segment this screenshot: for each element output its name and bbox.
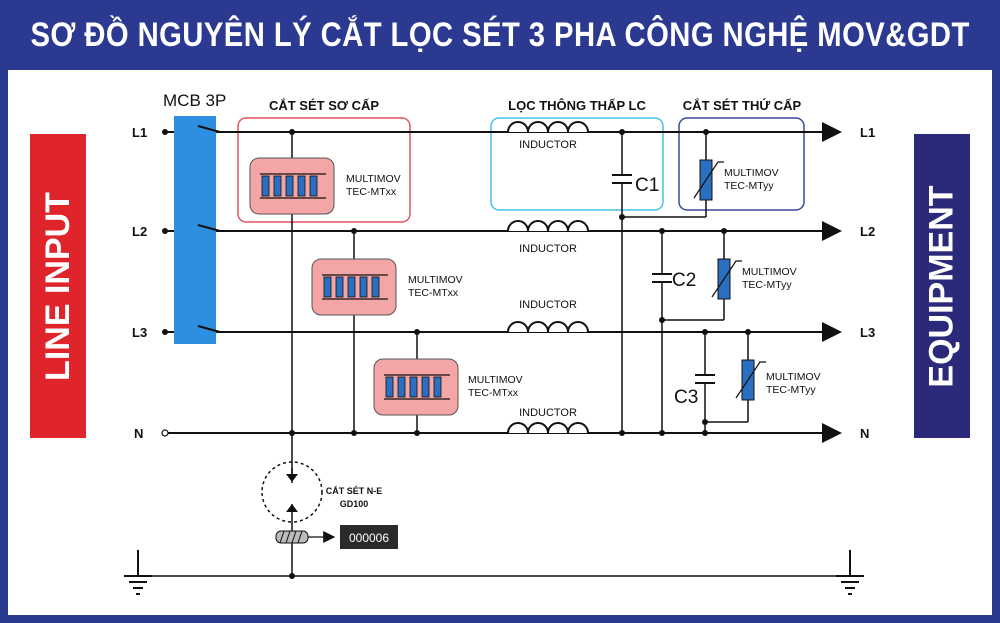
capacitor-plates xyxy=(612,174,715,384)
secondary-module-3-model: TEC-MTyy xyxy=(766,384,816,396)
label-l3-left: L3 xyxy=(132,325,147,340)
gdt-label: CẮT SÉT N-E xyxy=(326,486,383,496)
secondary-group-label: CẮT SÉT THỨ CẤP xyxy=(683,98,802,113)
label-l2-left: L2 xyxy=(132,224,147,239)
label-l3-right: L3 xyxy=(860,325,875,340)
ground-icon xyxy=(124,550,152,595)
primary-module-1-name: MULTIMOV xyxy=(346,173,401,185)
label-l1-right: L1 xyxy=(860,125,875,140)
lc-group-box xyxy=(490,117,664,211)
wire-junctions xyxy=(289,129,420,436)
capacitor-c2-label: C2 xyxy=(672,270,696,291)
capacitor-wiring xyxy=(621,132,706,433)
primary-module-3 xyxy=(373,358,459,416)
inductor-l1 xyxy=(507,121,589,133)
gdt-model: GD100 xyxy=(340,499,369,509)
primary-group-label: CẮT SÉT SƠ CẤP xyxy=(269,98,379,113)
inductor-n xyxy=(507,422,589,434)
secondary-mov-1 xyxy=(693,159,724,201)
secondary-module-1-model: TEC-MTyy xyxy=(724,180,774,192)
input-terminals xyxy=(161,129,169,437)
mcb-label: MCB 3P xyxy=(163,91,226,110)
ground-icon xyxy=(836,550,864,595)
mcb-switches xyxy=(197,125,221,333)
label-l2-right: L2 xyxy=(860,224,875,239)
label-n-right: N xyxy=(860,426,869,441)
mcb-3p xyxy=(174,116,216,344)
primary-module-1 xyxy=(249,157,335,215)
line-input-panel xyxy=(30,134,86,438)
primary-module-2-name: MULTIMOV xyxy=(408,274,463,286)
line-input-label-box: LINE INPUT xyxy=(30,134,86,438)
inductor-label-n: INDUCTOR xyxy=(519,407,577,419)
primary-group-box xyxy=(237,117,411,223)
inductor-label-l1: INDUCTOR xyxy=(519,139,577,151)
secondary-junctions xyxy=(619,129,751,436)
secondary-module-2-model: TEC-MTyy xyxy=(742,279,792,291)
inductor-label-l3: INDUCTOR xyxy=(519,299,577,311)
secondary-module-2-name: MULTIMOV xyxy=(742,266,797,278)
gdt-arrester xyxy=(261,461,323,576)
secondary-group-box xyxy=(678,117,805,211)
primary-module-3-model: TEC-MTxx xyxy=(468,387,519,399)
page-title: SƠ ĐỒ NGUYÊN LÝ CẮT LỌC SÉT 3 PHA CÔNG N… xyxy=(30,15,970,54)
equipment-label: EQUIPMENT xyxy=(922,184,961,388)
primary-module-3-name: MULTIMOV xyxy=(468,374,523,386)
line-input-label: LINE INPUT xyxy=(38,191,77,381)
diagram-canvas: MCB 3P CẮT SÉT SƠ CẤP LỌC THÔNG THẤP LC … xyxy=(8,70,992,615)
equipment-panel xyxy=(914,134,970,438)
label-n-left: N xyxy=(134,426,143,441)
secondary-wiring xyxy=(622,132,749,423)
equipment-label-box: EQUIPMENT xyxy=(914,134,970,438)
primary-module-2 xyxy=(311,258,397,316)
inductor-l2 xyxy=(507,220,589,232)
surge-counter-display xyxy=(340,525,398,549)
title-bar: SƠ ĐỒ NGUYÊN LÝ CẮT LỌC SÉT 3 PHA CÔNG N… xyxy=(0,0,1000,70)
primary-module-2-model: TEC-MTxx xyxy=(408,287,459,299)
inductor-label-l2: INDUCTOR xyxy=(519,243,577,255)
capacitor-c3-label: C3 xyxy=(674,387,698,408)
schematic: MCB 3P CẮT SÉT SƠ CẤP LỌC THÔNG THẤP LC … xyxy=(30,91,970,595)
secondary-mov-2 xyxy=(711,258,742,300)
capacitor-c1-label: C1 xyxy=(635,175,659,196)
primary-module-1-model: TEC-MTxx xyxy=(346,186,397,198)
ground-junction xyxy=(289,573,295,579)
secondary-module-1-name: MULTIMOV xyxy=(724,167,779,179)
secondary-mov-3 xyxy=(735,359,766,401)
lc-group-label: LỌC THÔNG THẤP LC xyxy=(508,98,646,113)
surge-counter-value: 000006 xyxy=(349,531,389,545)
inductor-l3 xyxy=(507,321,589,333)
secondary-module-3-name: MULTIMOV xyxy=(766,371,821,383)
label-l1-left: L1 xyxy=(132,125,147,140)
counter-sensor xyxy=(275,530,336,544)
